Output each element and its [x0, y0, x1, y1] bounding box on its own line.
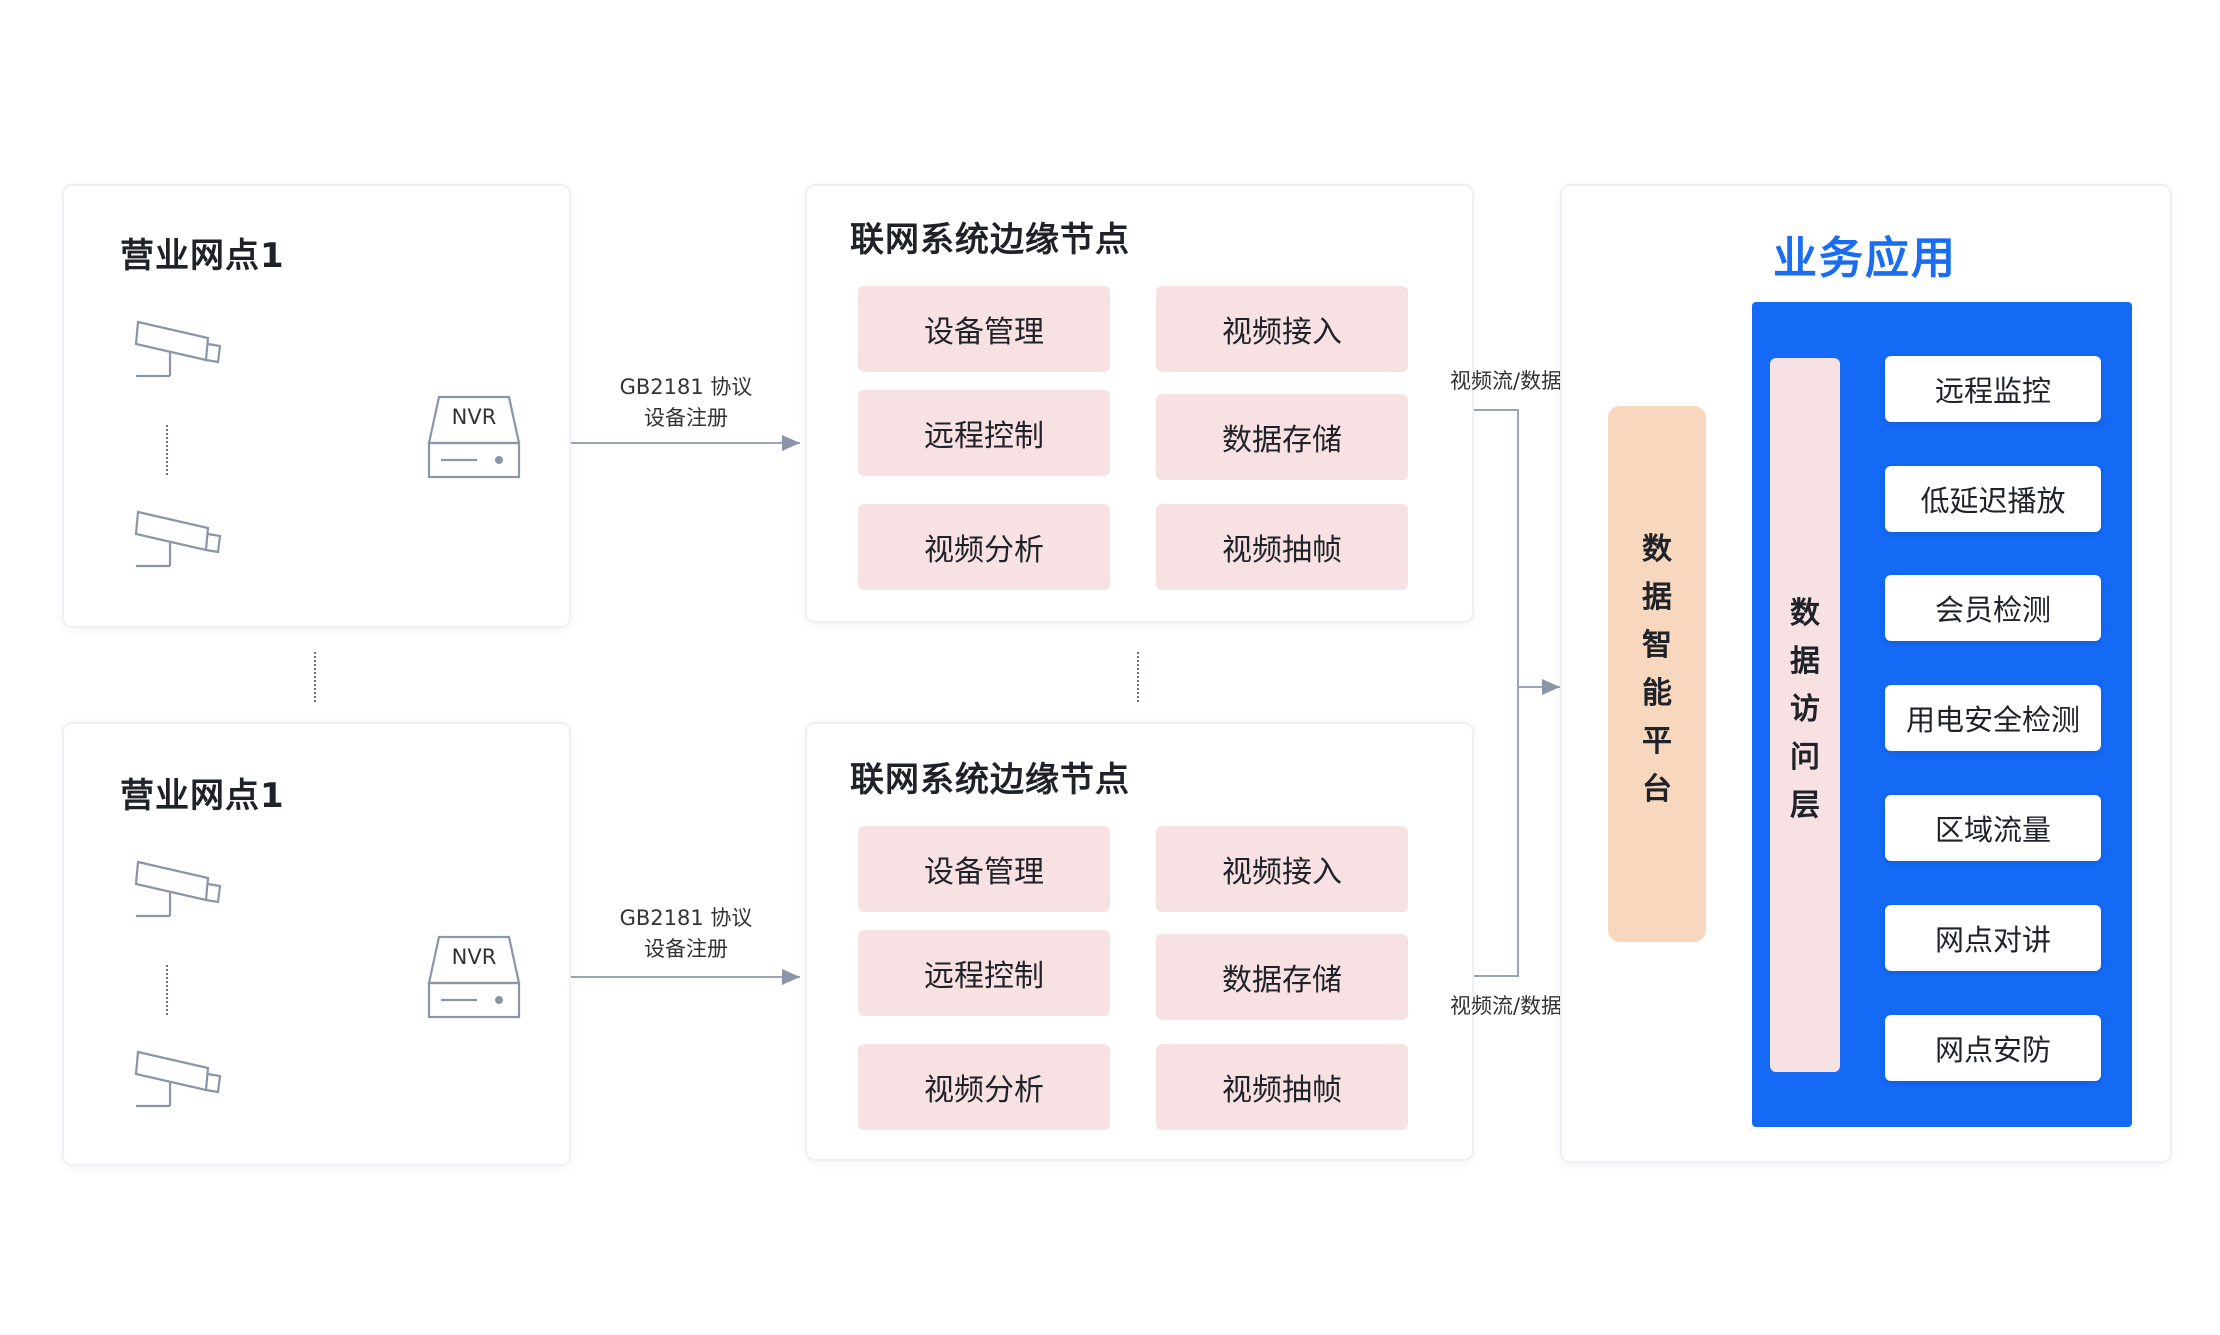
platform-char: 平: [1642, 724, 1672, 759]
function-frame-extraction: 视频抽帧: [1156, 1044, 1408, 1130]
function-video-analysis: 视频分析: [858, 504, 1110, 590]
protocol-line: GB2181 协议: [619, 906, 753, 930]
site-title: 营业网点1: [120, 776, 285, 816]
protocol-line: GB2181 协议: [619, 375, 753, 399]
function-data-storage: 数据存储: [1156, 394, 1408, 480]
cctv-camera-icon: [134, 860, 222, 918]
access-layer-char: 层: [1790, 788, 1820, 823]
camera-ellipsis: [166, 965, 168, 1015]
site-panel-1: [62, 184, 571, 628]
protocol-label: GB2181 协议 设备注册: [596, 372, 776, 434]
site-panel-2: [62, 722, 571, 1166]
function-video-analysis: 视频分析: [858, 1044, 1110, 1130]
app-branch-security: 网点安防: [1885, 1015, 2101, 1081]
platform-char: 台: [1642, 772, 1672, 807]
platform-char: 数: [1642, 532, 1672, 567]
site-ellipsis: [314, 652, 316, 702]
app-branch-intercom: 网点对讲: [1885, 905, 2101, 971]
protocol-label: GB2181 协议 设备注册: [596, 903, 776, 965]
cctv-camera-icon: [134, 1050, 222, 1108]
cctv-camera-icon: [134, 320, 222, 378]
function-remote-control: 远程控制: [858, 390, 1110, 476]
nvr-label: NVR: [451, 405, 497, 429]
app-remote-monitoring: 远程监控: [1885, 356, 2101, 422]
edge-node-ellipsis: [1137, 652, 1139, 702]
app-member-detection: 会员检测: [1885, 575, 2101, 641]
nvr-recorder-icon: [427, 935, 521, 1019]
platform-char: 智: [1642, 628, 1672, 663]
app-low-latency-playback: 低延迟播放: [1885, 466, 2101, 532]
function-device-management: 设备管理: [858, 286, 1110, 372]
function-video-access: 视频接入: [1156, 286, 1408, 372]
function-video-access: 视频接入: [1156, 826, 1408, 912]
access-layer-char: 据: [1790, 644, 1820, 679]
business-title: 业务应用: [1773, 233, 1957, 284]
protocol-line: 设备注册: [644, 937, 728, 961]
function-device-management: 设备管理: [858, 826, 1110, 912]
platform-char: 能: [1642, 676, 1672, 711]
edge-node-title: 联网系统边缘节点: [850, 220, 1130, 260]
app-electrical-safety-detection: 用电安全检测: [1885, 685, 2101, 751]
platform-char: 据: [1642, 580, 1672, 615]
function-data-storage: 数据存储: [1156, 934, 1408, 1020]
site-title: 营业网点1: [120, 236, 285, 276]
access-layer-char: 访: [1790, 692, 1820, 727]
edge-node-title: 联网系统边缘节点: [850, 760, 1130, 800]
edge-merge-bracket: [1470, 409, 1519, 977]
nvr-recorder-icon: [427, 395, 521, 479]
data-access-layer: 数 据 访 问 层: [1770, 358, 1840, 1072]
cctv-camera-icon: [134, 510, 222, 568]
data-intelligence-platform: 数 据 智 能 平 台: [1608, 406, 1706, 942]
access-layer-char: 问: [1790, 740, 1820, 775]
access-layer-char: 数: [1790, 596, 1820, 631]
protocol-line: 设备注册: [644, 406, 728, 430]
nvr-label: NVR: [451, 945, 497, 969]
app-area-traffic: 区域流量: [1885, 795, 2101, 861]
function-remote-control: 远程控制: [858, 930, 1110, 1016]
camera-ellipsis: [166, 425, 168, 475]
function-frame-extraction: 视频抽帧: [1156, 504, 1408, 590]
